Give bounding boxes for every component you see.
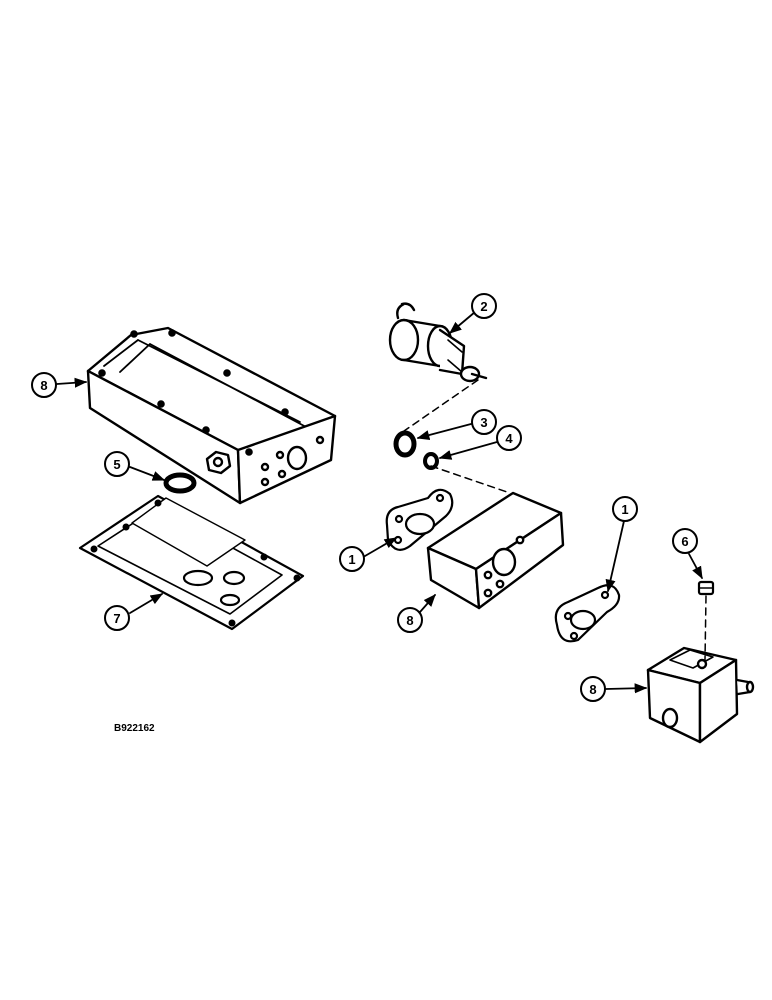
o-ring-large [163, 472, 197, 494]
leader-8b [419, 594, 436, 613]
gasket-large [78, 494, 305, 631]
callout-8-large-body: 8 [31, 372, 57, 398]
callout-label: 2 [480, 299, 487, 314]
callout-label: 4 [505, 431, 513, 446]
callout-5-o-ring: 5 [104, 451, 130, 477]
alignment-lines [403, 379, 707, 661]
leader-6 [688, 553, 703, 580]
figure-id: B922162 [114, 723, 155, 734]
leader-lines [56, 311, 703, 694]
o-ring-medium [393, 430, 417, 458]
callout-label: 5 [113, 457, 120, 472]
callout-1-gasket-center: 1 [339, 546, 365, 572]
callout-label: 8 [40, 378, 47, 393]
callout-7-gasket: 7 [104, 605, 130, 631]
callout-4-o-ring: 4 [496, 425, 522, 451]
callout-label: 7 [113, 611, 120, 626]
solenoid-coil [388, 302, 488, 383]
leader-2 [449, 311, 476, 334]
leader-7 [129, 593, 164, 614]
leader-1b [605, 520, 625, 593]
callout-label: 3 [480, 415, 487, 430]
callout-1-gasket-right: 1 [612, 496, 638, 522]
leader-4 [438, 441, 498, 460]
valve-block-center [426, 491, 565, 610]
callout-6-fitting: 6 [672, 528, 698, 554]
callout-2-solenoid: 2 [471, 293, 497, 319]
callout-8-block-center: 8 [397, 607, 423, 633]
leader-5 [129, 466, 166, 481]
leader-8c [605, 683, 648, 694]
callout-label: 1 [348, 552, 355, 567]
callout-3-o-ring: 3 [471, 409, 497, 435]
valve-body-large [86, 326, 337, 505]
leader-1a [364, 537, 398, 557]
leader-8a [56, 377, 88, 388]
callout-label: 1 [621, 502, 628, 517]
fitting-small [697, 580, 715, 596]
callout-8-block-small: 8 [580, 676, 606, 702]
gasket-small-center [385, 488, 454, 551]
valve-block-small [646, 646, 755, 744]
gasket-small-right [554, 584, 621, 643]
callout-label: 8 [589, 682, 596, 697]
o-ring-small [423, 452, 439, 470]
callout-label: 6 [681, 534, 688, 549]
callout-label: 8 [406, 613, 413, 628]
leader-3 [416, 423, 472, 440]
